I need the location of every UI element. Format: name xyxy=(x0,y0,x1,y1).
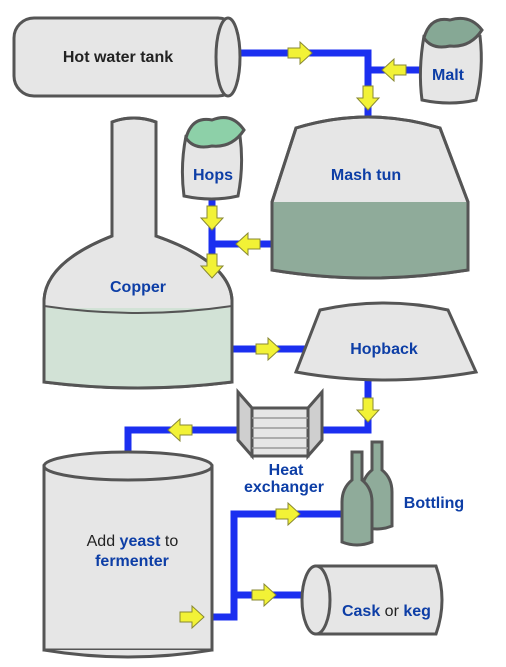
arrow-right-icon xyxy=(287,40,313,66)
copper: Copper xyxy=(42,116,234,390)
fermenter-yeast-text: yeast xyxy=(120,533,162,550)
arrow-left-icon xyxy=(167,417,193,443)
arrow-down-icon xyxy=(355,85,381,111)
bottling-label: Bottling xyxy=(404,495,464,512)
cask: Cask or keg xyxy=(300,564,453,636)
arrow-right-icon xyxy=(255,336,281,362)
cask-or-text: or xyxy=(380,603,403,620)
heat-exchanger: Heat exchanger xyxy=(236,388,324,496)
mash-tun-label: Mash tun xyxy=(331,167,401,184)
fermenter-to-text: to xyxy=(160,533,178,550)
fermenter-label-line1: Add yeast to xyxy=(56,533,201,550)
arrow-left-icon xyxy=(381,57,407,83)
malt-label: Malt xyxy=(432,67,465,84)
fermenter: Add yeast to fermenter xyxy=(42,450,214,659)
cask-label: Cask or keg xyxy=(311,603,453,620)
pipe-hopback-to-exchanger xyxy=(318,380,372,434)
fermenter-label-line2: fermenter xyxy=(95,553,169,570)
heat-exchanger-label-line1: Heat xyxy=(269,462,304,479)
malt-sack: Malt xyxy=(418,16,484,105)
hopback-label: Hopback xyxy=(350,341,418,358)
keg-text: keg xyxy=(403,603,431,620)
arrow-right-icon xyxy=(251,582,277,608)
cask-text: Cask xyxy=(342,603,380,620)
arrow-down-icon xyxy=(199,205,225,231)
hops-label: Hops xyxy=(193,167,233,184)
arrow-down-icon xyxy=(355,397,381,423)
bottles: Bottling xyxy=(340,440,464,547)
heat-exchanger-label-line2: exchanger xyxy=(244,479,324,496)
hopback: Hopback xyxy=(293,301,479,382)
hot-water-tank-label: Hot water tank xyxy=(63,49,173,66)
arrow-down-icon xyxy=(199,253,225,279)
hot-water-tank: Hot water tank xyxy=(12,16,242,98)
mash-tun: Mash tun xyxy=(270,115,470,280)
copper-label: Copper xyxy=(110,279,166,296)
arrow-right-icon xyxy=(179,604,205,630)
fermenter-add-text: Add xyxy=(87,533,120,550)
pipe-tank-to-mash xyxy=(236,49,372,122)
hops-sack: Hops xyxy=(180,116,246,201)
flow-arrows xyxy=(167,40,407,630)
arrow-right-icon xyxy=(275,501,301,527)
arrow-left-icon xyxy=(235,231,261,257)
